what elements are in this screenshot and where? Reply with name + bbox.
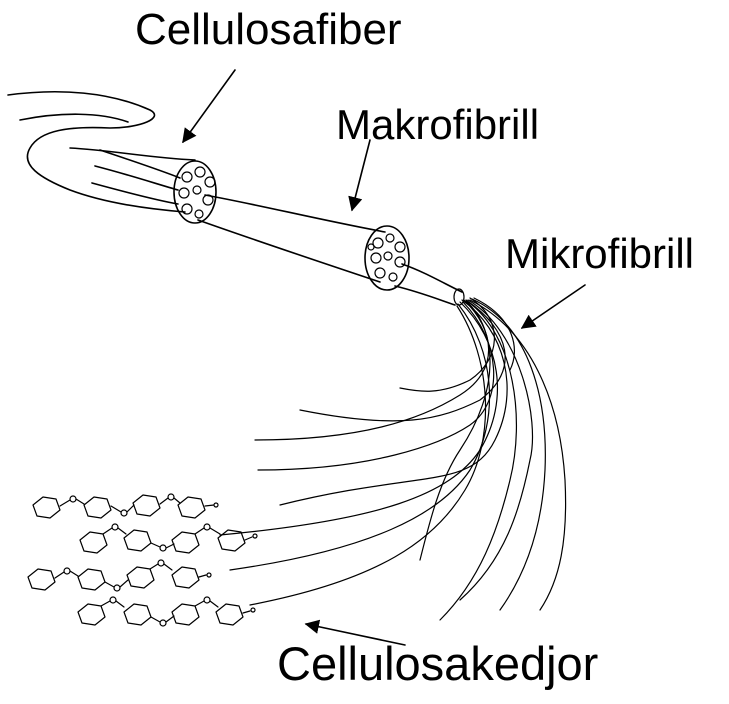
microfibril [395, 264, 464, 305]
arrow-cellulosafiber [183, 70, 235, 142]
label-cellulosafiber: Cellulosafiber [135, 8, 402, 52]
label-makrofibrill: Makrofibrill [336, 104, 539, 146]
chain-row-1 [33, 494, 218, 518]
macrofibril [198, 195, 385, 282]
chain-row-4 [78, 597, 255, 626]
chain-row-3 [28, 560, 211, 591]
cellulose-chains [28, 494, 257, 626]
label-mikrofibrill: Mikrofibrill [505, 233, 694, 275]
arrow-mikrofibrill [522, 285, 585, 328]
fiber-cross-section [174, 161, 216, 223]
cellulose-fiber [8, 92, 195, 212]
microfibril-strands [220, 298, 566, 620]
label-cellulosakedjor: Cellulosakedjor [277, 640, 598, 687]
macrofibril-cross-section [365, 226, 409, 290]
arrow-makrofibrill [352, 140, 370, 210]
chain-row-2 [80, 524, 257, 553]
